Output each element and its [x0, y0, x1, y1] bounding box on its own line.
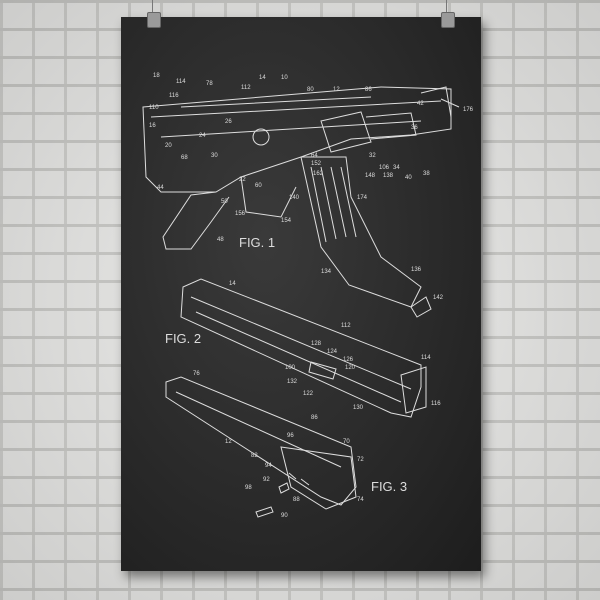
svg-text:138: 138	[383, 173, 394, 179]
svg-text:88: 88	[293, 497, 300, 503]
poster-clip-right	[440, 0, 455, 28]
svg-text:42: 42	[417, 101, 424, 107]
svg-text:106: 106	[379, 165, 390, 171]
svg-text:112: 112	[341, 323, 351, 329]
svg-text:176: 176	[463, 107, 474, 113]
svg-text:82: 82	[251, 453, 258, 459]
svg-text:122: 122	[303, 391, 314, 397]
svg-text:100: 100	[285, 365, 296, 371]
svg-text:72: 72	[357, 457, 364, 463]
svg-text:34: 34	[393, 165, 400, 171]
fig3-reference-numbers: 76 86 12 96 70 72 82 94 92 98 88 90 74	[193, 371, 364, 519]
svg-text:80: 80	[307, 87, 314, 93]
rifle-patent-drawing: FIG. 1 FIG. 2 FIG. 3 18 114 78 14 112 10…	[142, 73, 474, 519]
svg-text:116: 116	[431, 401, 441, 407]
svg-text:174: 174	[357, 195, 368, 201]
svg-text:16: 16	[149, 123, 156, 129]
svg-text:112: 112	[241, 85, 251, 91]
fig1-reference-numbers: 18 114 78 14 112 10 80 12 86 110 116 176…	[149, 73, 474, 301]
svg-text:14: 14	[259, 75, 266, 81]
svg-text:20: 20	[165, 143, 172, 149]
svg-text:38: 38	[423, 171, 430, 177]
fig1-label: FIG. 1	[239, 235, 275, 250]
svg-text:44: 44	[157, 185, 164, 191]
fig3-drawing	[165, 376, 357, 518]
svg-text:18: 18	[153, 73, 160, 79]
svg-text:98: 98	[245, 485, 252, 491]
poster-clip-left	[146, 0, 161, 28]
svg-text:26: 26	[225, 119, 232, 125]
svg-text:24: 24	[199, 133, 206, 139]
svg-text:64: 64	[311, 153, 318, 159]
svg-text:86: 86	[311, 415, 318, 421]
svg-text:40: 40	[405, 175, 412, 181]
svg-text:36: 36	[411, 125, 418, 131]
patent-poster: FIG. 1 FIG. 2 FIG. 3 18 114 78 14 112 10…	[121, 17, 481, 571]
svg-text:130: 130	[353, 405, 364, 411]
svg-text:30: 30	[211, 153, 218, 159]
fig2-reference-numbers: 14 112 128 124 126 120 114 100 132 122 1…	[229, 281, 441, 411]
svg-text:126: 126	[343, 357, 354, 363]
svg-text:152: 152	[311, 161, 322, 167]
fig1-drawing	[142, 86, 460, 318]
svg-text:140: 140	[289, 195, 300, 201]
svg-text:136: 136	[411, 267, 422, 273]
svg-text:32: 32	[369, 153, 376, 159]
svg-text:74: 74	[357, 497, 364, 503]
svg-text:124: 124	[327, 349, 338, 355]
svg-text:114: 114	[421, 355, 431, 361]
svg-text:60: 60	[255, 183, 262, 189]
svg-text:132: 132	[287, 379, 298, 385]
svg-text:116: 116	[169, 93, 179, 99]
svg-text:92: 92	[263, 477, 270, 483]
svg-text:128: 128	[311, 341, 322, 347]
svg-text:148: 148	[365, 173, 376, 179]
svg-text:154: 154	[281, 218, 292, 224]
svg-text:76: 76	[193, 371, 200, 377]
svg-text:12: 12	[333, 87, 340, 93]
fig2-label: FIG. 2	[165, 331, 201, 346]
svg-text:114: 114	[176, 79, 186, 85]
svg-text:162: 162	[313, 171, 324, 177]
svg-text:22: 22	[239, 177, 246, 183]
svg-text:96: 96	[287, 433, 294, 439]
svg-text:86: 86	[365, 87, 372, 93]
svg-text:90: 90	[281, 513, 288, 519]
svg-text:78: 78	[206, 81, 213, 87]
svg-text:156: 156	[235, 211, 246, 217]
svg-text:68: 68	[181, 155, 188, 161]
svg-text:10: 10	[281, 75, 288, 81]
svg-text:134: 134	[321, 269, 332, 275]
svg-text:120: 120	[345, 365, 356, 371]
fig3-label: FIG. 3	[371, 479, 407, 494]
svg-text:110: 110	[149, 105, 159, 111]
svg-text:50: 50	[221, 199, 228, 205]
fig2-drawing	[180, 278, 427, 418]
svg-text:48: 48	[217, 237, 224, 243]
svg-text:14: 14	[229, 281, 236, 287]
svg-text:142: 142	[433, 295, 444, 301]
svg-text:70: 70	[343, 439, 350, 445]
svg-text:12: 12	[225, 439, 232, 445]
svg-text:94: 94	[265, 463, 272, 469]
